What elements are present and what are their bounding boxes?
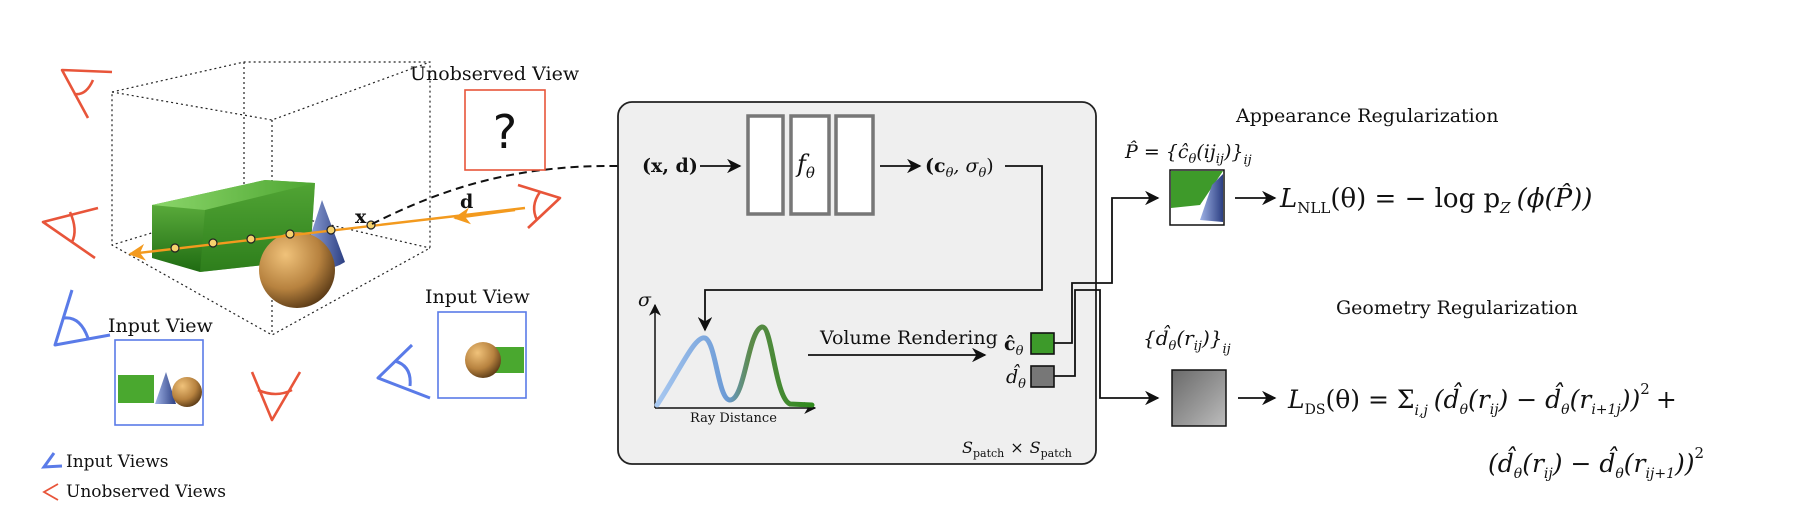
camera-icon-bottom [250, 371, 302, 422]
input-view-label-2: Input View [425, 286, 531, 308]
camera-icon-left [41, 206, 99, 260]
ray-distance-label: Ray Distance [690, 411, 777, 426]
camera-icon-right-input [376, 343, 431, 400]
appearance-title: Appearance Regularization [1235, 105, 1498, 127]
appearance-section: Appearance Regularization P̂ = {ĉθ(ijij)… [1124, 105, 1592, 226]
panel-output-label: (cθ, σθ) [925, 155, 994, 181]
appearance-patch [1169, 169, 1225, 226]
legend-input-views: Input Views [66, 452, 168, 472]
geometry-patch-def: {d̂θ(rij)}ij [1143, 324, 1231, 357]
camera-icon-left-input [53, 289, 111, 347]
volume-rendering-label: Volume Rendering [819, 327, 998, 349]
geometry-depth-patch [1171, 369, 1227, 427]
depth-output-swatch [1030, 365, 1055, 388]
query-dashed-arrow [371, 158, 647, 225]
color-output-swatch [1030, 332, 1055, 355]
direction-d-label: d [460, 191, 473, 213]
input-view-thumb-1 [118, 372, 202, 407]
patch-size-label: Spatch×Spatch [962, 438, 1072, 460]
unobserved-view-legend-icon [42, 483, 59, 501]
ray-samples [170, 220, 376, 253]
panel-input-label: (x, d) [642, 155, 698, 177]
nll-loss-equation: LNLL(θ) = − log pZ(ϕ(P̂)) [1279, 183, 1592, 217]
density-curve [654, 324, 815, 408]
legend-unobserved-views: Unobserved Views [66, 482, 226, 502]
unobserved-view-label: Unobserved View [410, 63, 580, 85]
appearance-patch-def: P̂ = {ĉθ(ijij)}ij [1124, 141, 1252, 168]
output-routing [1054, 190, 1160, 406]
depth-output-label: d̂θ [1006, 363, 1026, 392]
input-view-thumb-2 [465, 342, 524, 378]
input-camera-icons [53, 289, 431, 400]
camera-icon-right [517, 183, 562, 229]
nerf-panel: (x, d) fθ (cθ, σθ) σ Ray Distance Volume… [617, 101, 1097, 465]
unobserved-view-box [464, 89, 546, 171]
geometry-section: Geometry Regularization {d̂θ(rij)}ij LDS… [1143, 297, 1704, 482]
camera-icon-top-left [60, 68, 113, 119]
input-view-legend-icon [40, 452, 63, 469]
density-plot: σ Ray Distance [638, 289, 817, 426]
arrow-output-to-rendering [697, 165, 1043, 332]
ds-loss-equation-line1: LDS(θ) = Σi,j(d̂θ(rij) − d̂θ(ri+1j))2+ [1287, 380, 1677, 419]
unobserved-camera-icons [41, 68, 562, 422]
mlp-block [746, 114, 875, 216]
color-output-label: ĉθ [1004, 333, 1024, 359]
ds-loss-equation-line2: (d̂θ(rij) − d̂θ(rij+1))2 [1488, 444, 1704, 482]
direction-arrow [453, 207, 516, 225]
input-view-label-1: Input View [108, 315, 214, 337]
legend: Input Views Unobserved Views [40, 452, 226, 502]
geometry-title: Geometry Regularization [1336, 297, 1578, 319]
question-mark: ? [493, 105, 517, 159]
sigma-axis-label: σ [638, 289, 652, 311]
sphere [259, 232, 335, 308]
point-x-label: x [355, 206, 367, 228]
scene-group: x d Unobserved View ? Input View [40, 61, 647, 502]
